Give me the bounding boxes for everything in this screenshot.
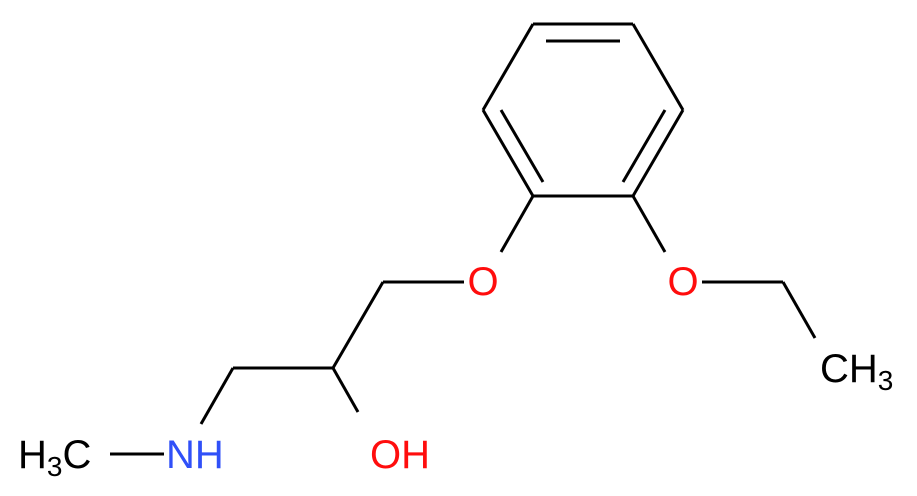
atom-labels: O O CH3 OH NH H3C — [18, 260, 893, 482]
ring-bond-lower-left — [481, 109, 535, 197]
oxygen-ring-label: O — [467, 260, 498, 304]
ch2-to-choh-bond — [331, 281, 385, 369]
oxygen-ethoxy-label: O — [667, 260, 698, 304]
ring-bond-lower-right-inner — [621, 109, 667, 183]
methyl-amine-c: C — [62, 433, 91, 477]
ch2-to-nh-bond — [199, 367, 235, 425]
ch-to-oh-bond — [331, 367, 360, 413]
ring-bond-lower-left-inner — [499, 109, 545, 183]
methyl-amine-subscript: 3 — [47, 451, 63, 482]
bonds — [110, 22, 817, 456]
amine-label: NH — [166, 433, 224, 477]
hydroxyl-label: OH — [370, 433, 430, 477]
methyl-ethoxy-subscript: 3 — [878, 365, 894, 396]
methyl-amine-h: H — [18, 433, 47, 477]
ring-to-oxygen-left-bond — [499, 195, 535, 253]
ring-to-oxygen-right-bond — [631, 195, 667, 253]
ring-bond-upper-left — [481, 23, 535, 111]
methyl-amine-label: H3C — [18, 433, 91, 482]
methyl-ethoxy-symbol: CH — [820, 347, 878, 391]
methyl-ethoxy-label: CH3 — [820, 347, 893, 396]
ethyl-to-methyl-bond — [781, 281, 817, 339]
ring-bond-lower-right — [631, 109, 685, 197]
ring-bond-upper-right — [631, 23, 685, 111]
